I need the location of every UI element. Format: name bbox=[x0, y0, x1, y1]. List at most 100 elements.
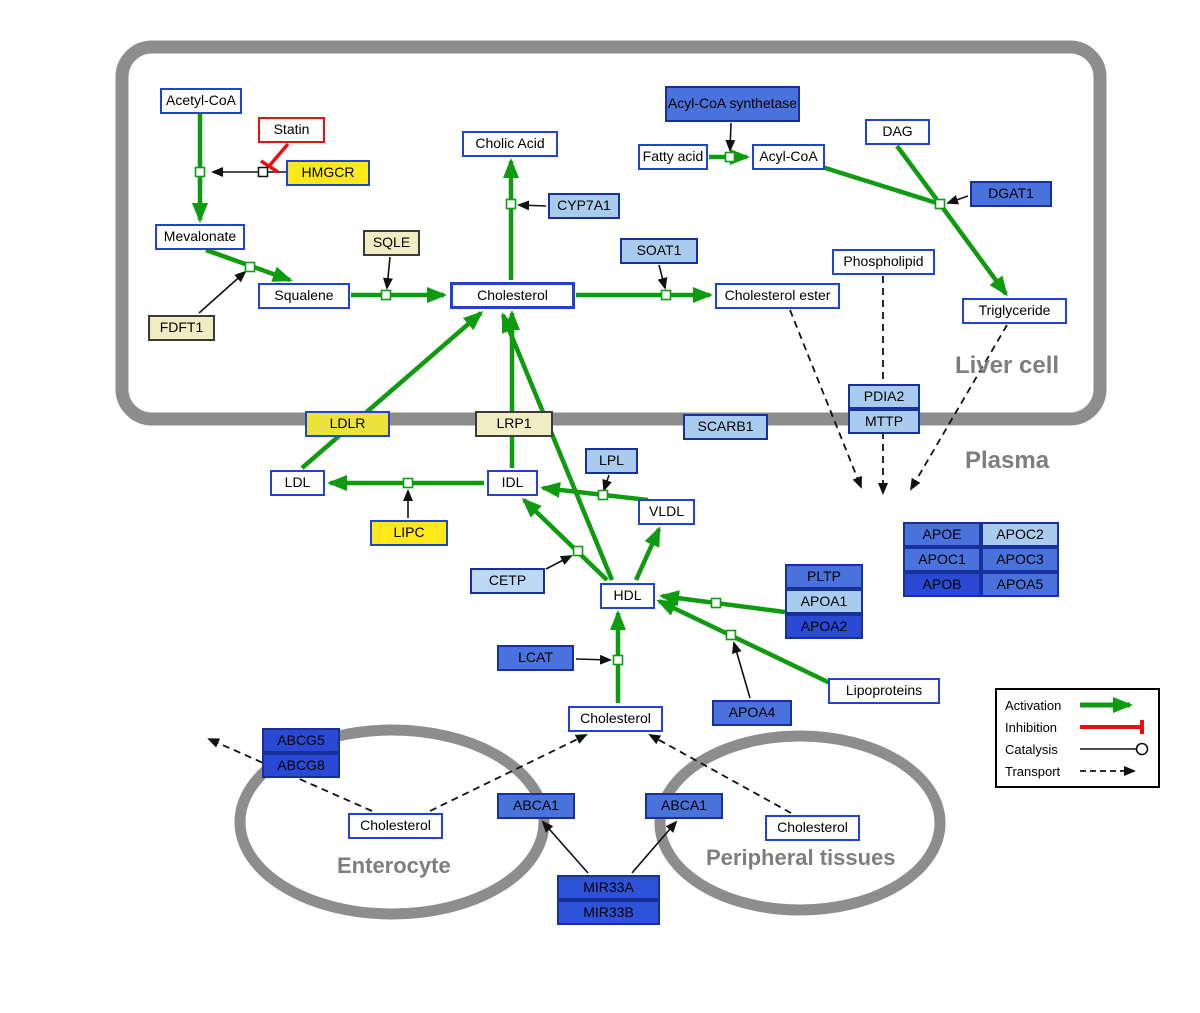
node-pltp[interactable]: PLTP bbox=[785, 564, 863, 589]
node-apoc3[interactable]: APOC3 bbox=[981, 547, 1059, 572]
catalysis-circle-icon bbox=[1080, 742, 1149, 756]
cat-mir33-abca1-left bbox=[541, 820, 589, 874]
node-lipoproteins[interactable]: Lipoproteins bbox=[828, 678, 940, 704]
node-statin[interactable]: Statin bbox=[258, 117, 325, 143]
node-lpl[interactable]: LPL bbox=[585, 448, 638, 474]
node-abcg8[interactable]: ABCG8 bbox=[262, 753, 340, 778]
transport-triglyceride-plasma bbox=[909, 324, 1008, 491]
node-cholesterol-plasma[interactable]: Cholesterol bbox=[568, 706, 663, 732]
cat-dgat1 bbox=[946, 194, 969, 205]
node-abca1-enterocyte[interactable]: ABCA1 bbox=[497, 793, 575, 819]
catalysis-edges bbox=[198, 122, 969, 874]
cat-acylcoa-synthetase bbox=[725, 122, 736, 152]
plasma-label: Plasma bbox=[965, 447, 1050, 474]
statin-target-marker bbox=[257, 166, 269, 178]
node-mir33b[interactable]: MIR33B bbox=[557, 900, 660, 925]
node-sqle[interactable]: SQLE bbox=[363, 230, 420, 256]
legend-inhibition-label: Inhibition bbox=[1005, 719, 1058, 735]
node-acyl-coa-synthetase[interactable]: Acyl-CoA synthetase bbox=[665, 86, 800, 122]
act-hdl-vldl bbox=[633, 526, 662, 581]
node-pdia2[interactable]: PDIA2 bbox=[848, 384, 920, 409]
act-dag-junction bbox=[895, 144, 942, 206]
node-apoa2[interactable]: APOA2 bbox=[785, 614, 863, 639]
node-dag[interactable]: DAG bbox=[865, 119, 930, 145]
node-apoa1[interactable]: APOA1 bbox=[785, 589, 863, 614]
node-ldl[interactable]: LDL bbox=[270, 470, 325, 496]
node-lcat[interactable]: LCAT bbox=[497, 645, 574, 671]
node-cyp7a1[interactable]: CYP7A1 bbox=[548, 193, 620, 219]
node-cetp[interactable]: CETP bbox=[470, 568, 545, 594]
liver-cell-membrane bbox=[115, 40, 1107, 426]
peripheral-tissues-membrane bbox=[654, 730, 946, 916]
liver-cell-label: Liver cell bbox=[955, 352, 1060, 379]
node-soat1[interactable]: SOAT1 bbox=[620, 238, 698, 264]
act-hdl-cholesterol-liver bbox=[500, 312, 615, 581]
legend-row-transport: Transport bbox=[1005, 763, 1150, 779]
transport-cholesterolester-plasma bbox=[789, 309, 862, 489]
legend-row-activation: Activation bbox=[1005, 697, 1150, 713]
enterocyte-label: Enterocyte bbox=[337, 853, 451, 878]
cat-soat1 bbox=[657, 264, 668, 290]
node-lipc[interactable]: LIPC bbox=[370, 520, 448, 546]
transport-cholesterol-enterocyte-plasma bbox=[429, 734, 588, 812]
node-squalene[interactable]: Squalene bbox=[258, 283, 350, 309]
node-vldl[interactable]: VLDL bbox=[638, 499, 695, 525]
node-acetyl-coa[interactable]: Acetyl-CoA bbox=[160, 88, 242, 114]
act-junction-triglyceride bbox=[938, 202, 1008, 297]
node-apoc2[interactable]: APOC2 bbox=[981, 522, 1059, 547]
node-fatty-acid[interactable]: Fatty acid bbox=[638, 144, 708, 170]
node-dgat1[interactable]: DGAT1 bbox=[970, 181, 1052, 207]
node-abca1-peripheral[interactable]: ABCA1 bbox=[645, 793, 723, 819]
node-cholesterol-liver[interactable]: Cholesterol bbox=[450, 282, 575, 309]
node-apoa4[interactable]: APOA4 bbox=[712, 700, 792, 726]
node-cholesterol-peripheral[interactable]: Cholesterol bbox=[765, 815, 860, 841]
legend-catalysis-label: Catalysis bbox=[1005, 741, 1058, 757]
node-mevalonate[interactable]: Mevalonate bbox=[155, 224, 245, 250]
cat-mir33-abca1-right bbox=[631, 820, 678, 874]
act-apoa-hdl bbox=[659, 590, 786, 615]
node-apoc1[interactable]: APOC1 bbox=[903, 547, 981, 572]
node-phospholipid[interactable]: Phospholipid bbox=[832, 249, 935, 275]
act-vldl-idl bbox=[540, 481, 649, 503]
node-abcg5[interactable]: ABCG5 bbox=[262, 728, 340, 753]
peripheral-tissues-label: Peripheral tissues bbox=[706, 845, 896, 870]
node-cholic-acid[interactable]: Cholic Acid bbox=[462, 131, 558, 157]
reaction-junctions bbox=[194, 151, 946, 666]
node-acyl-coa[interactable]: Acyl-CoA bbox=[752, 144, 825, 170]
node-triglyceride[interactable]: Triglyceride bbox=[962, 298, 1067, 324]
node-idl[interactable]: IDL bbox=[487, 470, 538, 496]
legend-row-inhibition: Inhibition bbox=[1005, 719, 1150, 735]
node-fdft1[interactable]: FDFT1 bbox=[148, 315, 215, 341]
transport-edges bbox=[207, 276, 1008, 814]
legend: Activation Inhibition Catalysis Transpor… bbox=[995, 688, 1160, 788]
act-lipoproteins-hdl bbox=[656, 598, 831, 686]
node-lrp1[interactable]: LRP1 bbox=[475, 411, 553, 437]
node-mttp[interactable]: MTTP bbox=[848, 409, 920, 434]
legend-transport-label: Transport bbox=[1005, 763, 1061, 779]
node-cholesterol-enterocyte[interactable]: Cholesterol bbox=[348, 813, 443, 839]
inhibition-tbar-icon bbox=[1080, 720, 1144, 734]
node-mir33a[interactable]: MIR33A bbox=[557, 875, 660, 900]
act-ldl-ldlr-cholesterol bbox=[300, 311, 484, 470]
cat-cyp7a1 bbox=[517, 200, 547, 211]
transport-cholesterol-peripheral-plasma bbox=[648, 734, 792, 814]
act-hdl-idl bbox=[521, 497, 609, 582]
inhibition-edge-statin-hmgcr bbox=[260, 142, 290, 174]
activation-arrow-icon bbox=[1080, 697, 1133, 713]
cat-apoa4 bbox=[731, 641, 751, 699]
cat-sqle bbox=[382, 256, 393, 290]
node-hdl[interactable]: HDL bbox=[600, 583, 655, 609]
legend-row-catalysis: Catalysis bbox=[1005, 741, 1150, 757]
cat-lcat bbox=[575, 654, 612, 665]
node-apoa5[interactable]: APOA5 bbox=[981, 572, 1059, 597]
cat-lpl bbox=[602, 474, 612, 492]
node-hmgcr[interactable]: HMGCR bbox=[286, 160, 370, 186]
node-scarb1[interactable]: SCARB1 bbox=[683, 414, 768, 440]
node-apob[interactable]: APOB bbox=[903, 572, 981, 597]
node-ldlr[interactable]: LDLR bbox=[305, 411, 390, 437]
node-apoe[interactable]: APOE bbox=[903, 522, 981, 547]
node-cholesterol-ester[interactable]: Cholesterol ester bbox=[715, 283, 840, 309]
legend-activation-label: Activation bbox=[1005, 697, 1062, 713]
